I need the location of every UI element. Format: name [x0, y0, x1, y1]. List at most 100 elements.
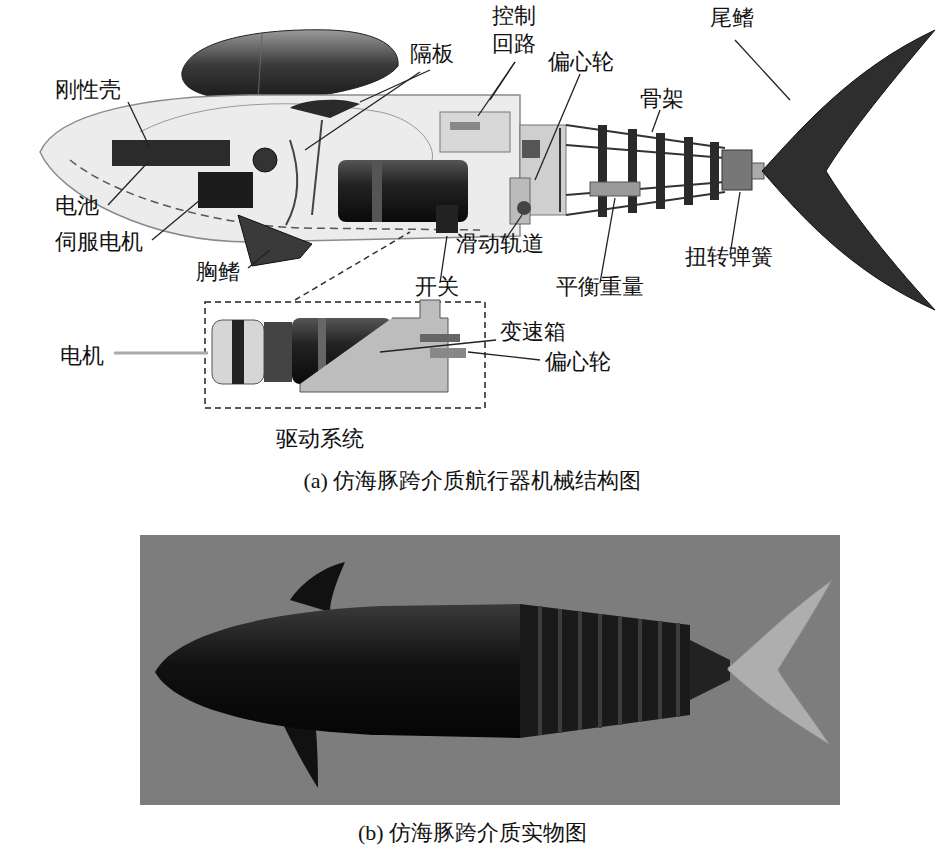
leader-line: [114, 340, 540, 426]
photo-background: [140, 535, 840, 805]
part-label: 平衡重量: [556, 273, 644, 301]
rigid-shell: [70, 160, 480, 230]
skeleton-ribs: [710, 142, 719, 200]
rigid-shell: [40, 95, 520, 242]
photo-background: [140, 535, 840, 805]
leader-line: [152, 200, 200, 240]
inset-drive-system: [212, 320, 264, 384]
control-circuit: [450, 122, 480, 130]
photo-fish: [598, 614, 602, 728]
partitions: [312, 120, 322, 215]
photo-fish: [538, 606, 542, 735]
partitions: [290, 100, 360, 118]
inset-drive-system: [264, 322, 292, 382]
photo-fish: [618, 617, 622, 725]
photo-fish: [638, 619, 642, 722]
rigid-shell: [40, 95, 520, 242]
photo-fish: [658, 621, 662, 719]
part-label: 伺服电机: [55, 228, 143, 256]
skeleton: [566, 182, 725, 195]
tail-fin: [762, 30, 935, 310]
switch: [436, 205, 458, 233]
skeleton-ribs: [598, 125, 719, 217]
dashed-connector: [295, 232, 410, 300]
servo-motor: [198, 172, 253, 208]
joint: [522, 140, 540, 158]
drive-motor: [372, 160, 382, 222]
photo-fish: [578, 612, 582, 730]
photo-fish: [520, 604, 690, 738]
leader-line: [652, 110, 660, 132]
joint: [517, 201, 531, 215]
torsion-spring: [722, 150, 764, 190]
part-label: 胸鳍: [196, 258, 240, 286]
servo-motor: [253, 148, 277, 172]
part-label: 控制 回路: [490, 2, 538, 57]
pectoral-fin: [238, 215, 312, 266]
leader-line: [329, 410, 330, 426]
battery: [112, 140, 230, 166]
photo-fish: [690, 640, 730, 700]
leader-line: [478, 62, 515, 116]
part-label: 滑动轨道: [456, 230, 544, 258]
leader-line: [468, 352, 540, 360]
photo-fish: [728, 580, 832, 745]
balance-weight: [590, 182, 640, 196]
leader-line: [108, 160, 150, 205]
part-label: 电池: [55, 192, 99, 220]
photo-fish: [676, 623, 680, 717]
leader-line: [128, 102, 150, 148]
part-label: 变速箱: [500, 318, 566, 346]
leader-line: [114, 352, 208, 355]
figure-caption: (a) 仿海豚跨介质航行器机械结构图: [0, 466, 945, 496]
torsion-spring: [722, 150, 752, 190]
figure-caption: (b) 仿海豚跨介质实物图: [0, 818, 945, 848]
part-label: 偏心轮: [545, 348, 611, 376]
leader-line: [600, 198, 615, 283]
part-label: 隔板: [410, 40, 454, 68]
photo-fish: [155, 604, 520, 738]
control-circuit: [440, 112, 510, 152]
skeleton-ribs: [628, 129, 637, 213]
inset-drive-system: [232, 320, 244, 384]
part-label: 偏心轮: [548, 48, 614, 76]
detached-shell: [182, 30, 398, 100]
switch: [436, 205, 458, 233]
detached-shell: [258, 32, 262, 100]
photo-fish: [558, 609, 562, 733]
pectoral-fin: [238, 215, 312, 266]
part-label: 刚性壳: [55, 76, 121, 104]
leader-line: [248, 250, 270, 268]
leader-line: [490, 62, 515, 100]
photo-fish: [290, 562, 345, 612]
inset-drive-system: [430, 348, 466, 358]
tail-fin: [762, 30, 935, 310]
inset-drive-system: [212, 300, 466, 392]
skeleton-ribs: [656, 133, 665, 209]
control-circuit: [440, 112, 510, 152]
leader-line: [735, 40, 790, 100]
part-label: 开关: [415, 273, 459, 301]
part-label: 电机: [60, 342, 104, 370]
skeleton-ribs: [598, 125, 607, 217]
part-label: 扭转弹簧: [685, 243, 773, 271]
leader-line: [108, 40, 790, 283]
skeleton: [566, 145, 725, 158]
leader-line: [360, 70, 430, 102]
photo-fish: [540, 606, 678, 735]
inset-drive-system: [420, 334, 460, 342]
battery: [112, 140, 230, 166]
leader-line: [305, 72, 420, 150]
balance-weight: [590, 182, 640, 196]
inset-drive-system: [300, 300, 448, 392]
skeleton: [566, 125, 725, 148]
skeleton: [560, 125, 725, 215]
photo-fish: [155, 562, 832, 788]
partitions: [286, 140, 297, 225]
part-label: 尾鳍: [710, 4, 754, 32]
dashed-connector: [295, 232, 410, 300]
leader-line: [380, 340, 496, 352]
leader-line: [535, 74, 580, 180]
